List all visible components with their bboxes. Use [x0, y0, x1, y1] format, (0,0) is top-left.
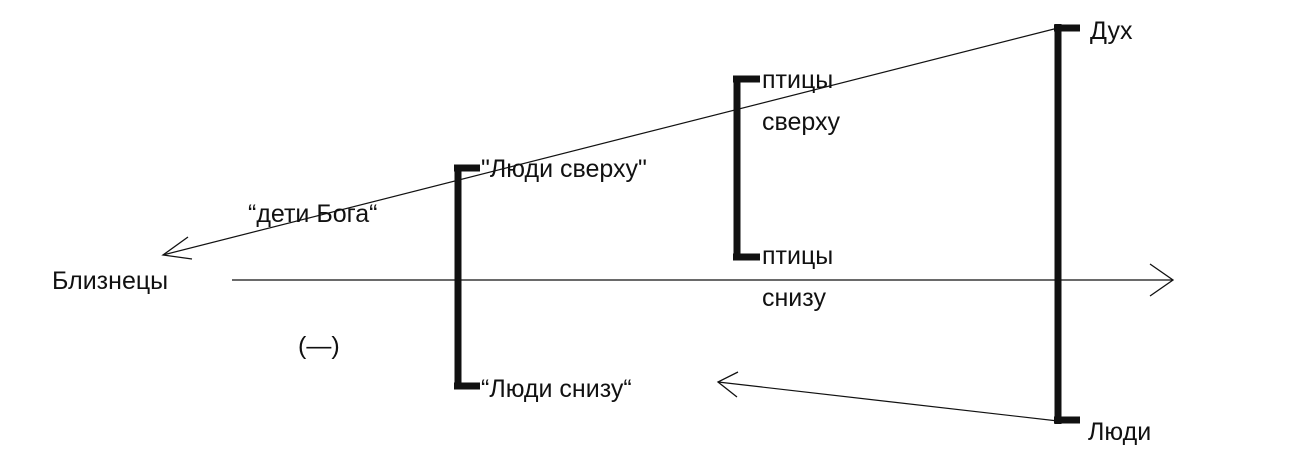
birds-bracket — [733, 75, 760, 261]
lower-diagonal-arrowhead — [716, 371, 739, 398]
label-birds-below-line2: снизу — [762, 284, 826, 312]
label-children-of-god: “дети Бога“ — [248, 200, 377, 228]
label-birds-below-line1: птицы — [762, 242, 833, 270]
spirit-people-bracket — [1054, 24, 1080, 424]
label-birds-above-line1: птицы — [762, 66, 833, 94]
people-bracket — [454, 164, 480, 390]
label-people-above: "Люди сверху" — [481, 155, 647, 183]
label-people: Люди — [1088, 418, 1151, 446]
lower-diagonal-line — [717, 381, 1059, 422]
label-birds-above-line2: сверху — [762, 108, 841, 136]
upper-diagonal-line — [162, 27, 1059, 256]
horizontal-axis-arrowhead — [1149, 263, 1175, 297]
label-twins: Близнецы — [52, 267, 168, 295]
label-spirit: Дух — [1090, 17, 1133, 45]
label-people-below: “Люди снизу“ — [481, 375, 632, 403]
label-minus: (—) — [298, 332, 340, 360]
upper-diagonal-arrowhead — [161, 236, 193, 260]
